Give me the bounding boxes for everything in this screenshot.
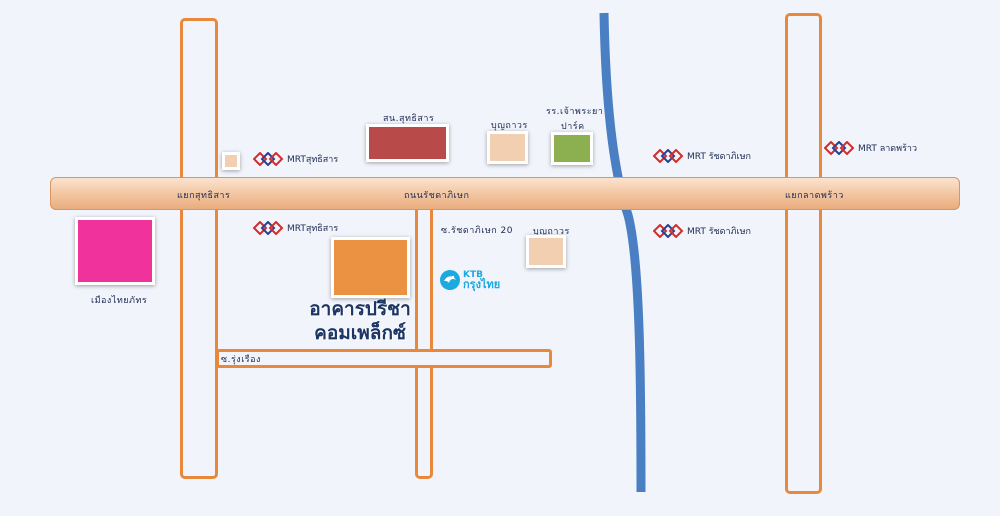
ktb-label-top: KTB: [463, 270, 483, 280]
muang-thai-block: [75, 217, 155, 285]
soi-ratchada-20-label: ซ.รัชดาภิเษก 20: [441, 226, 514, 236]
soi-rungrueang-road: [216, 349, 552, 368]
mrt-lat-phrao: MRT ลาดพร้าว: [824, 141, 917, 155]
muang-thai-label: เมืองไทยภัทร: [91, 296, 148, 306]
building-name-line2: คอมเพล็กซ์: [314, 322, 406, 344]
school-block: [551, 132, 593, 165]
school-label-line2: ปาร์ค: [561, 122, 585, 132]
boonthaworn-top-block: [487, 131, 528, 164]
mrt-logo-icon: [253, 152, 284, 166]
mrt-label: MRT ลาดพร้าว: [858, 144, 918, 154]
mrt-logo-icon: [653, 149, 684, 163]
building-name: อาคารปรีชา คอมเพล็กซ์: [290, 297, 430, 345]
main-road-ratchadaphisek: [50, 177, 960, 210]
mrt-label: MRT รัชดาภิเษก: [687, 227, 751, 237]
mrt-sutthisan-top: MRTสุทธิสาร: [253, 152, 338, 166]
ktb-label-bottom: กรุงไทย: [463, 278, 501, 291]
boonthaworn-top-label: บุญถาวร: [491, 121, 528, 131]
school-label-line1: รร.เจ้าพระยา: [546, 107, 604, 117]
mrt-logo-icon: [824, 141, 855, 155]
boonthaworn-bottom-label: บุญถาวร: [533, 227, 570, 237]
district-office-block: [366, 124, 449, 162]
district-office-label: สน.สุทธิสาร: [383, 114, 435, 124]
preecha-complex-block: [331, 237, 410, 298]
mrt-logo-icon: [253, 221, 284, 235]
junction-right-label: แยกลาดพร้าว: [785, 191, 844, 201]
ktb-bank-marker: KTB กรุงไทย: [439, 269, 500, 291]
mrt-label: MRTสุทธิสาร: [287, 224, 339, 234]
boonthaworn-bottom-block: [526, 235, 566, 268]
mrt-label: MRTสุทธิสาร: [287, 155, 339, 165]
vertical-road-right: [785, 13, 822, 494]
soi-rungrueang-label: ซ.รุ่งเรือง: [221, 355, 261, 365]
mrt-ratchadaphisek-top: MRT รัชดาภิเษก: [653, 149, 751, 163]
junction-left-label: แยกสุทธิสาร: [177, 191, 231, 201]
main-road-label: ถนนรัชดาภิเษก: [404, 191, 470, 201]
building-name-line1: อาคารปรีชา: [309, 298, 411, 320]
mrt-sutthisan-bottom: MRTสุทธิสาร: [253, 221, 338, 235]
vertical-road-left: [180, 18, 218, 479]
mrt-label: MRT รัชดาภิเษก: [687, 152, 751, 162]
mrt-ratchadaphisek-bottom: MRT รัชดาภิเษก: [653, 224, 751, 238]
small-building-marker: [222, 152, 240, 170]
ktb-bird-icon: [440, 270, 460, 290]
mrt-logo-icon: [653, 224, 684, 238]
